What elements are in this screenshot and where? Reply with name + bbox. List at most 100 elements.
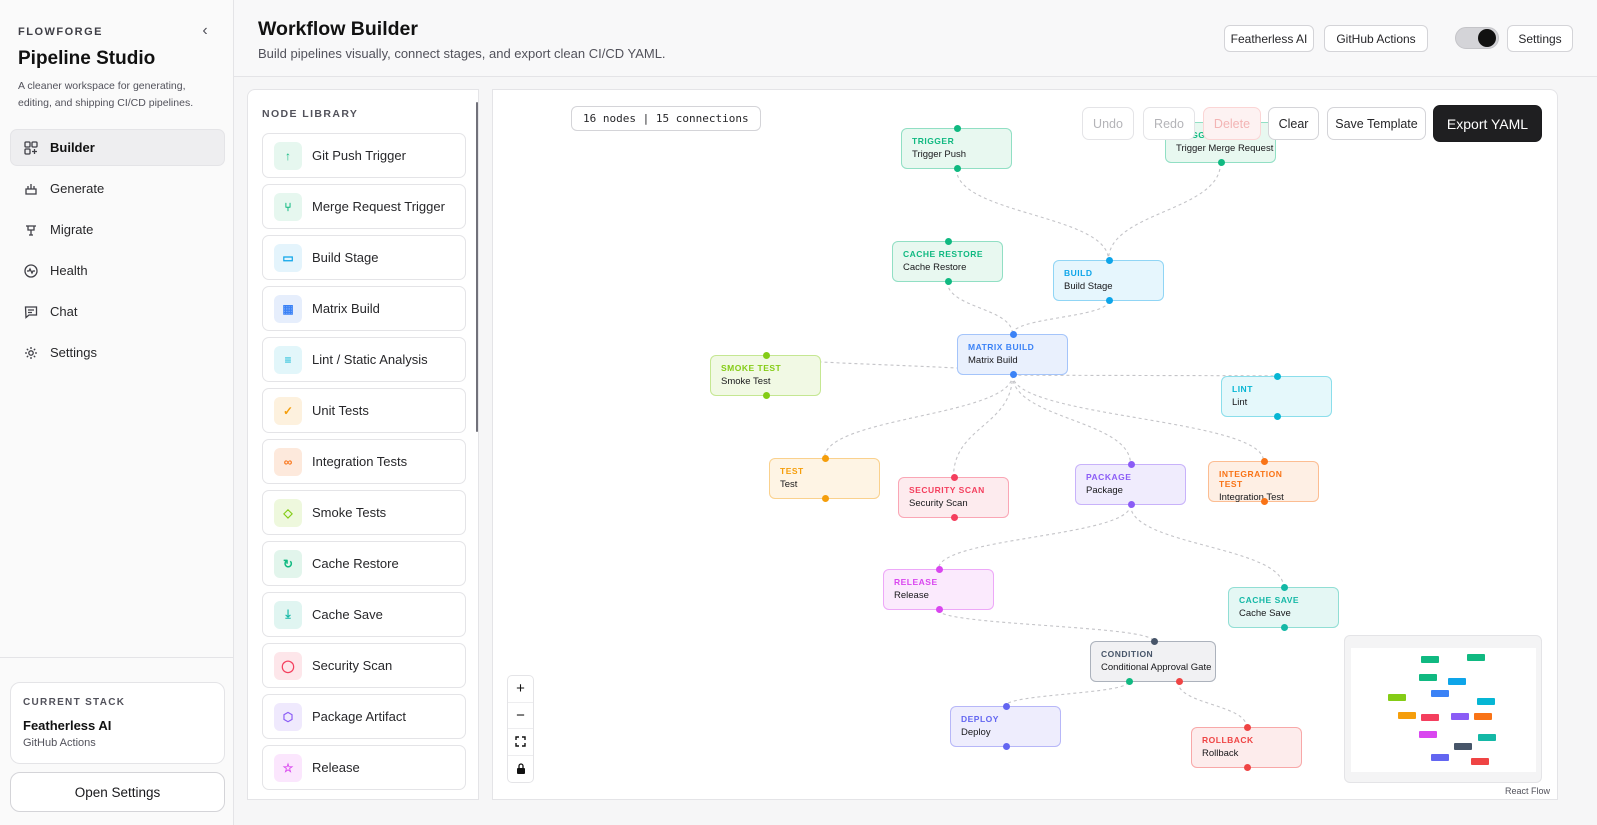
library-item-integration-tests[interactable]: ∞Integration Tests [262, 439, 466, 484]
provider-badge[interactable]: Featherless AI [1224, 25, 1314, 52]
delete-button[interactable]: Delete [1203, 107, 1261, 140]
edge-matrix-to-package[interactable] [1011, 374, 1132, 465]
undo-button[interactable]: Undo [1082, 107, 1134, 140]
target-handle[interactable] [954, 125, 961, 132]
save-template-button[interactable]: Save Template [1327, 107, 1426, 140]
library-scrollbar[interactable] [476, 102, 478, 432]
target-handle[interactable] [1010, 331, 1017, 338]
settings-button[interactable]: Settings [1507, 25, 1573, 52]
target-handle[interactable] [1274, 373, 1281, 380]
sidebar-item-chat[interactable]: Chat [10, 293, 225, 330]
target-handle[interactable] [1106, 257, 1113, 264]
export-yaml-button[interactable]: Export YAML [1433, 105, 1542, 142]
edge-package-to-cache-save[interactable] [1129, 504, 1285, 588]
library-item-security-scan[interactable]: ◯Security Scan [262, 643, 466, 688]
edge-cache-restore-to-matrix[interactable] [946, 281, 1014, 335]
source-handle[interactable] [1274, 413, 1281, 420]
clear-button[interactable]: Clear [1268, 107, 1319, 140]
edge-matrix-to-test[interactable] [823, 374, 1014, 459]
theme-toggle[interactable] [1455, 27, 1499, 49]
source-handle[interactable] [1010, 371, 1017, 378]
library-item-package-artifact[interactable]: ⬡Package Artifact [262, 694, 466, 739]
edge-condition-to-rollback[interactable] [1177, 681, 1248, 728]
source-handle[interactable] [1244, 764, 1251, 771]
source-handle[interactable] [951, 514, 958, 521]
source-handle[interactable] [1003, 743, 1010, 750]
library-item-merge-request-trigger[interactable]: ⑂Merge Request Trigger [262, 184, 466, 229]
target-handle[interactable] [1003, 703, 1010, 710]
edge-trigger-mr-to-build[interactable] [1107, 162, 1222, 261]
target-handle[interactable] [936, 566, 943, 573]
source-handle[interactable] [1261, 498, 1268, 505]
edge-matrix-to-integration[interactable] [1011, 374, 1265, 462]
platform-badge[interactable]: GitHub Actions [1324, 25, 1428, 52]
target-handle[interactable] [1261, 458, 1268, 465]
library-item-cache-restore[interactable]: ↻Cache Restore [262, 541, 466, 586]
library-item-git-push-trigger[interactable]: ↑Git Push Trigger [262, 133, 466, 178]
source-handle[interactable] [954, 165, 961, 172]
target-handle[interactable] [1281, 584, 1288, 591]
edge-build-to-matrix[interactable] [1011, 300, 1110, 335]
source-handle[interactable] [763, 392, 770, 399]
source-handle[interactable] [945, 278, 952, 285]
source-handle[interactable] [1128, 501, 1135, 508]
zoom-out-icon[interactable]: − [508, 703, 533, 729]
library-item-cache-save[interactable]: ⤓Cache Save [262, 592, 466, 637]
edge-trigger-push-to-build[interactable] [955, 168, 1110, 261]
minimap[interactable] [1344, 635, 1542, 783]
library-item-smoke-tests[interactable]: ◇Smoke Tests [262, 490, 466, 535]
sidebar-item-settings[interactable]: Settings [10, 334, 225, 371]
target-handle[interactable] [945, 238, 952, 245]
collapse-sidebar-icon[interactable]: ‹ [202, 22, 208, 39]
library-item-lint-static-analysis[interactable]: ≡Lint / Static Analysis [262, 337, 466, 382]
target-handle[interactable] [822, 455, 829, 462]
react-flow-attribution[interactable]: React Flow [1505, 786, 1551, 796]
library-item-release[interactable]: ☆Release [262, 745, 466, 790]
target-handle[interactable] [1244, 724, 1251, 731]
edge-condition-to-deploy[interactable] [1004, 681, 1129, 707]
zoom-in-icon[interactable]: + [508, 676, 533, 703]
fit-view-icon[interactable] [508, 729, 533, 756]
source-handle[interactable] [1125, 678, 1133, 685]
library-item-build-stage[interactable]: ▭Build Stage [262, 235, 466, 280]
target-handle[interactable] [1128, 461, 1135, 468]
source-handle[interactable] [936, 606, 943, 613]
source-handle[interactable] [1281, 624, 1288, 631]
source-handle[interactable] [1106, 297, 1113, 304]
sidebar-item-generate[interactable]: Generate [10, 170, 225, 207]
target-handle[interactable] [763, 352, 770, 359]
source-handle[interactable] [822, 495, 829, 502]
lock-icon[interactable] [508, 756, 533, 783]
edge-package-to-release[interactable] [937, 504, 1132, 570]
library-item-matrix-build[interactable]: ▦Matrix Build [262, 286, 466, 331]
sidebar-item-health[interactable]: Health [10, 252, 225, 289]
sidebar-item-migrate[interactable]: Migrate [10, 211, 225, 248]
source-handle[interactable] [1218, 159, 1225, 166]
target-handle[interactable] [951, 474, 958, 481]
source-handle[interactable] [1175, 678, 1183, 685]
redo-button[interactable]: Redo [1143, 107, 1195, 140]
sidebar-item-builder[interactable]: Builder [10, 129, 225, 166]
edge-release-to-condition[interactable] [937, 609, 1154, 642]
edge-matrix-to-security[interactable] [952, 374, 1014, 478]
target-handle[interactable] [1150, 638, 1158, 645]
open-settings-button[interactable]: Open Settings [10, 772, 225, 812]
library-item-unit-tests[interactable]: ✓Unit Tests [262, 388, 466, 433]
edge-matrix-to-lint[interactable] [1011, 374, 1278, 377]
